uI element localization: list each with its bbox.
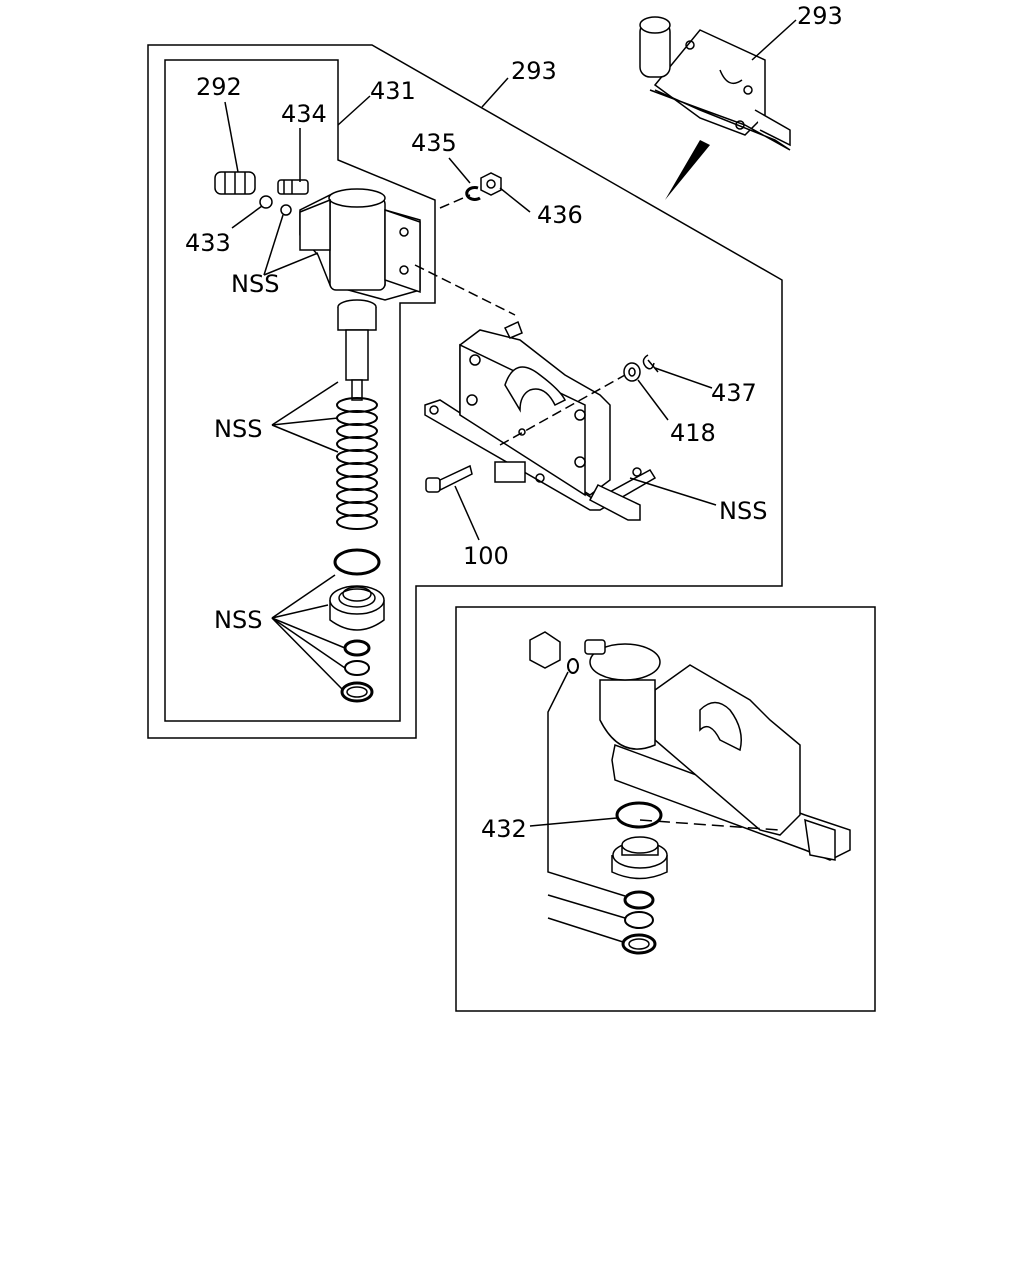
callout-nss-bracket: NSS [719,497,767,525]
inset-piston [611,836,668,880]
seal-stack [329,548,385,703]
leader-lines [224,19,797,691]
callout-437: 437 [711,379,757,407]
valve-body [299,188,421,301]
inset-seal-1 [623,890,655,910]
overview-assembly [639,16,791,151]
callout-434: 434 [281,100,327,128]
callout-100: 100 [463,542,509,570]
bracket-assembly [424,320,657,521]
callout-418: 418 [670,419,716,447]
piston-rod [337,299,377,401]
callout-292: 292 [196,73,242,101]
callout-nss-spring: NSS [214,415,262,443]
inset-seal-2 [624,911,654,929]
callout-435: 435 [411,129,457,157]
inset-seal-4 [628,938,650,950]
plug-292 [214,171,256,195]
fitting-434 [277,179,309,195]
callout-293-overview: 293 [797,2,843,30]
bolt-100 [425,464,473,493]
outer-group-outline [147,44,783,739]
snap-ring-435 [465,186,481,201]
inset-seal-3 [621,933,657,955]
callout-nss-body: NSS [231,270,279,298]
cotter-pin-437 [642,354,659,373]
overview-pointer [665,140,710,200]
spring [336,397,378,530]
inset-leader-lines [529,671,626,943]
callout-433: 433 [185,229,231,257]
o-ring-small [280,204,292,216]
washer-418 [623,362,641,382]
nut-436 [480,172,502,196]
callout-432: 432 [481,815,527,843]
detail-inset-box [455,606,876,1012]
callout-293: 293 [511,57,557,85]
callout-436: 436 [537,201,583,229]
ball-433 [259,195,273,209]
inner-group-outline [164,59,436,722]
detail-inset-assembly [529,631,851,861]
o-ring-432 [615,801,663,829]
inset-small-ring [567,658,579,674]
callout-nss-seals: NSS [214,606,262,634]
callout-431: 431 [370,77,416,105]
